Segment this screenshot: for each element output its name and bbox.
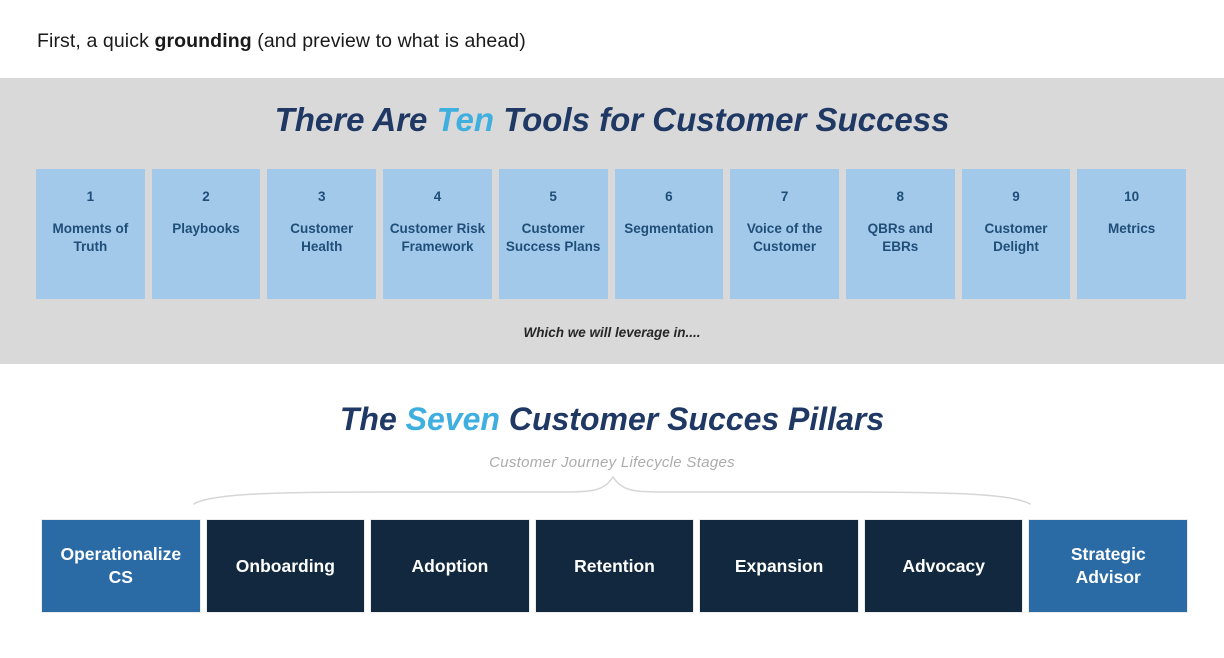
tool-box-customer-health: 3 Customer Health: [267, 169, 377, 299]
tool-label: Customer Delight: [984, 221, 1048, 254]
tool-box-metrics: 10 Metrics: [1077, 169, 1187, 299]
tool-label: Segmentation: [624, 221, 714, 236]
tools-row: 1 Moments of Truth 2 Playbooks 3 Custome…: [36, 169, 1187, 299]
pillars-title-prefix: The: [339, 401, 406, 437]
tool-box-customer-risk-framework: 4 Customer Risk Framework: [383, 169, 492, 299]
pillars-section: The Seven Customer Succes Pillars Custom…: [0, 364, 1224, 658]
tools-title-prefix: There Are: [274, 101, 437, 138]
tool-number: 10: [1124, 189, 1140, 204]
tool-number: 7: [780, 189, 789, 204]
pillar-label: Strategic Advisor: [1070, 544, 1146, 587]
tool-box-voice-of-the-customer: 7 Voice of the Customer: [730, 169, 839, 299]
pillar-retention: Retention: [534, 519, 695, 613]
tool-number: 2: [202, 189, 210, 204]
tool-label: QBRs and EBRs: [867, 221, 933, 254]
tool-label: Moments of Truth: [52, 221, 129, 254]
tool-box-moments-of-truth: 1 Moments of Truth: [36, 169, 145, 299]
tool-number: 8: [896, 189, 905, 204]
pillar-label: Onboarding: [235, 555, 335, 576]
pillars-title: The Seven Customer Succes Pillars: [0, 401, 1224, 438]
tool-label: Voice of the Customer: [746, 221, 823, 254]
pillar-operationalize-cs: Operationalize CS: [41, 519, 201, 613]
pillar-label: Retention: [574, 555, 655, 576]
pillar-label: Expansion: [734, 555, 824, 576]
tool-number: 9: [1012, 189, 1020, 204]
pillar-strategic-advisor: Strategic Advisor: [1028, 519, 1189, 613]
tool-box-customer-delight: 9 Customer Delight: [961, 169, 1071, 299]
tools-title-suffix: Tools for Customer Success: [494, 101, 950, 138]
tool-number: 6: [665, 189, 673, 204]
pillars-title-suffix: Customer Succes Pillars: [499, 401, 885, 437]
tool-label: Customer Health: [290, 221, 354, 254]
tool-box-customer-success-plans: 5 Customer Success Plans: [498, 169, 608, 299]
tool-number: 4: [433, 189, 442, 204]
intro-text: First, a quick grounding (and preview to…: [37, 30, 526, 53]
tool-number: 3: [318, 189, 326, 204]
tools-section: There Are Ten Tools for Customer Success…: [0, 78, 1224, 364]
intro-prefix: First, a quick: [37, 30, 155, 52]
pillar-label: Operationalize CS: [60, 544, 182, 587]
tool-box-qbrs-and-ebrs: 8 QBRs and EBRs: [845, 169, 955, 299]
tools-title: There Are Ten Tools for Customer Success: [0, 101, 1224, 139]
tool-number: 1: [86, 189, 95, 204]
intro-bold-word: grounding: [154, 30, 252, 52]
pillar-advocacy: Advocacy: [863, 519, 1024, 613]
tool-label: Customer Success Plans: [505, 221, 601, 254]
pillar-label: Advocacy: [902, 555, 986, 576]
pillar-onboarding: Onboarding: [205, 519, 366, 613]
tools-footnote: Which we will leverage in....: [523, 325, 701, 340]
tool-label: Customer Risk Framework: [389, 221, 486, 254]
tool-number: 5: [549, 189, 557, 204]
tool-box-playbooks: 2 Playbooks: [151, 169, 261, 299]
pillars-subtitle: Customer Journey Lifecycle Stages: [489, 454, 735, 471]
pillars-title-highlight: Seven: [405, 401, 500, 437]
tool-box-segmentation: 6 Segmentation: [614, 169, 724, 299]
intro-suffix: (and preview to what is ahead): [251, 30, 526, 52]
tool-label: Metrics: [1108, 221, 1156, 236]
pillar-label: Adoption: [411, 555, 489, 576]
pillar-adoption: Adoption: [370, 519, 530, 613]
pillars-row: Operationalize CS Onboarding Adoption Re…: [41, 519, 1189, 613]
pillar-expansion: Expansion: [699, 519, 859, 613]
tool-label: Playbooks: [172, 221, 240, 236]
tools-title-highlight: Ten: [436, 101, 495, 138]
curly-brace-shape: [193, 475, 1031, 505]
